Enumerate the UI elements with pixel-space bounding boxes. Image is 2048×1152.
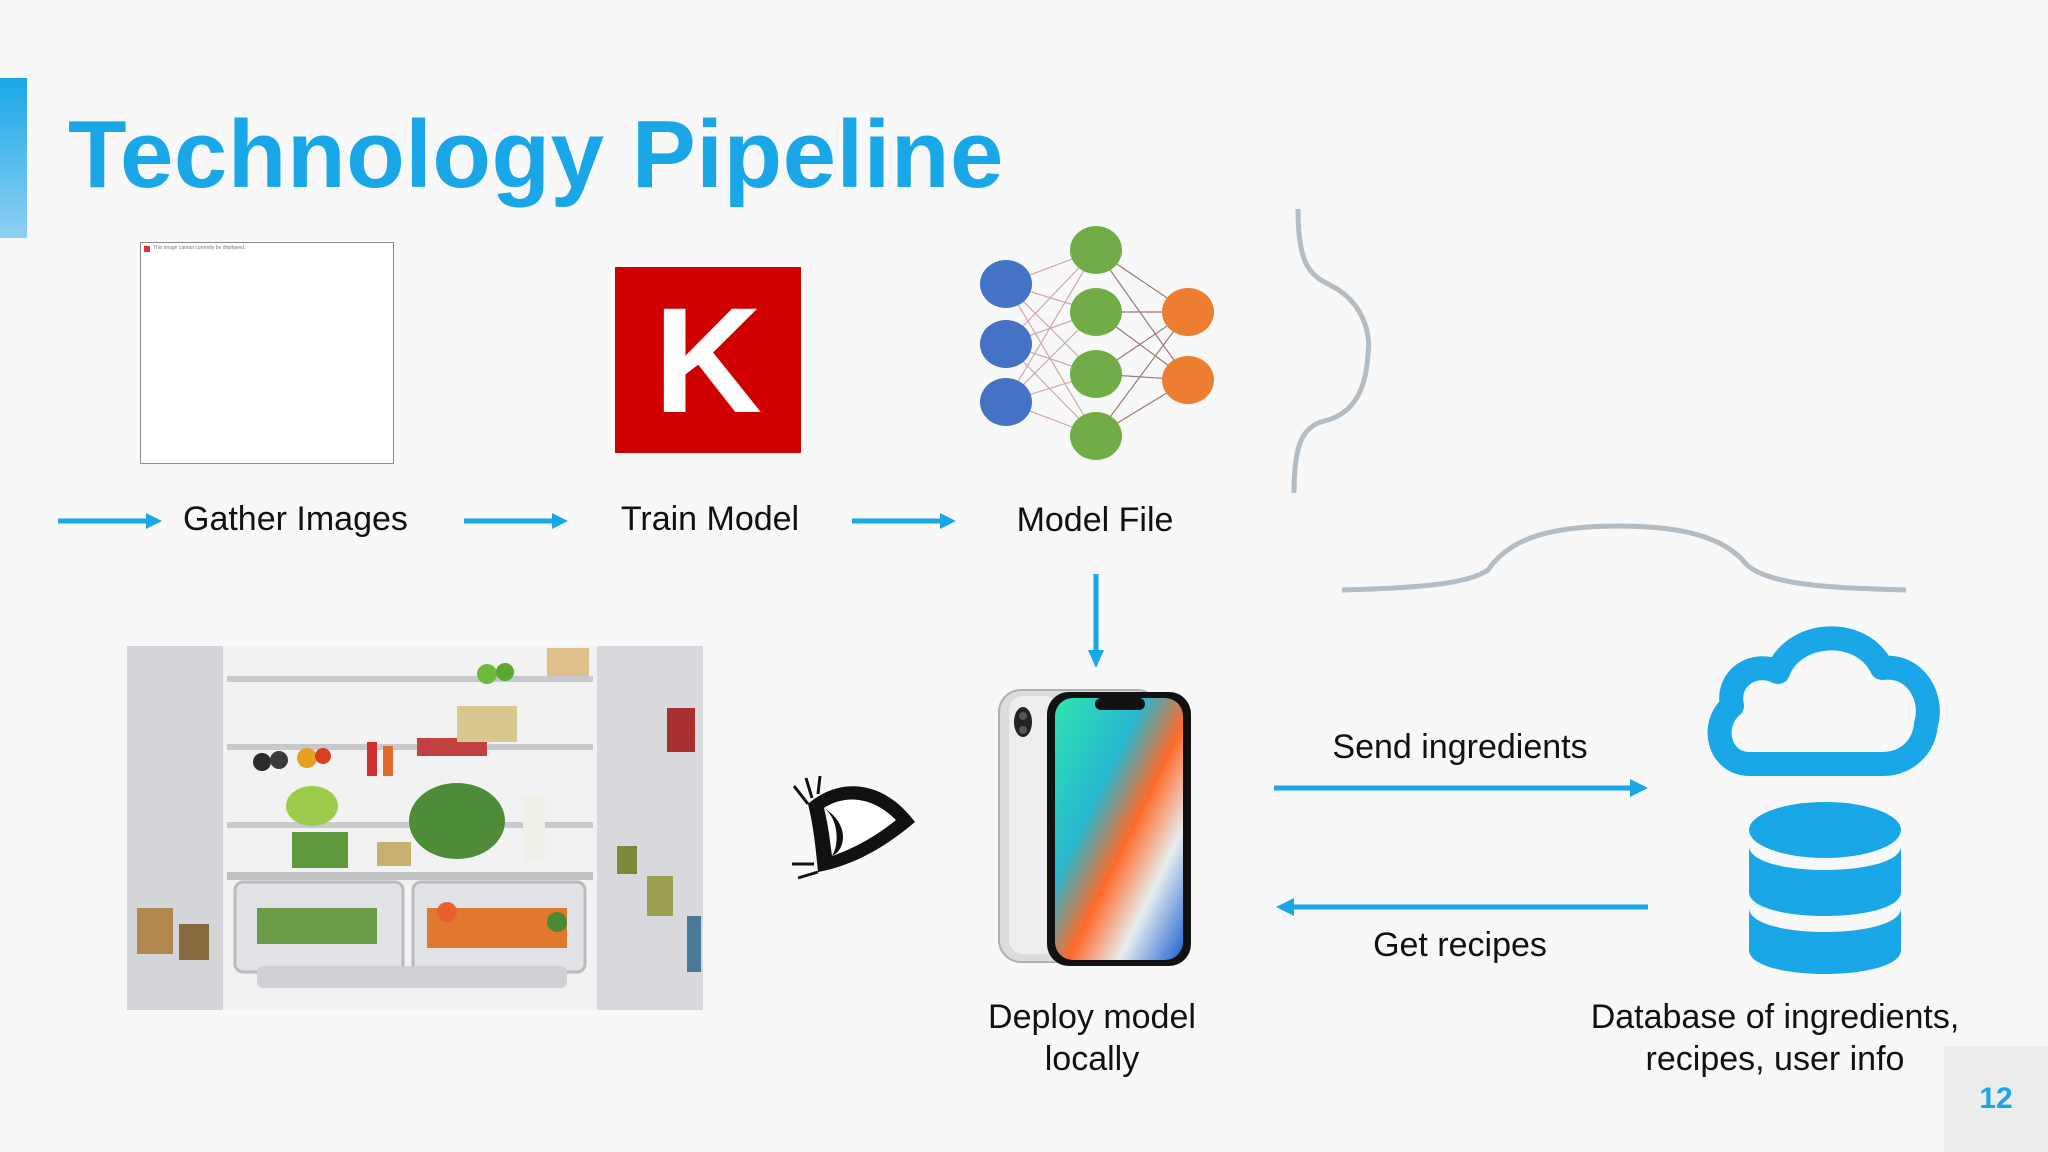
arrow-down-icon bbox=[1088, 574, 1104, 668]
database-icon bbox=[1749, 802, 1901, 974]
arrow-icon bbox=[852, 513, 956, 529]
send-ingredients-label: Send ingredients bbox=[1332, 728, 1588, 766]
broken-image-text: This image cannot currently be displayed… bbox=[153, 245, 246, 251]
brace-icon bbox=[1291, 208, 1372, 494]
brace-icon bbox=[1341, 523, 1907, 593]
step-label-train-model: Train Model bbox=[620, 500, 800, 538]
cloud-icon bbox=[1707, 626, 1940, 776]
arrow-icon bbox=[58, 513, 162, 529]
page-number: 12 bbox=[1944, 1046, 2048, 1152]
get-recipes-label: Get recipes bbox=[1373, 926, 1547, 964]
keras-letter: K bbox=[653, 276, 763, 444]
phone-icon bbox=[998, 689, 1191, 966]
arrow-right-icon bbox=[1274, 779, 1648, 797]
step-label-model-file: Model File bbox=[1016, 501, 1174, 539]
step-label-gather-images: Gather Images bbox=[183, 500, 408, 538]
broken-image-icon bbox=[144, 246, 150, 252]
arrow-icon bbox=[464, 513, 568, 529]
arrow-left-icon bbox=[1276, 898, 1648, 916]
image-placeholder-icon: This image cannot currently be displayed… bbox=[140, 242, 394, 464]
deploy-label: Deploy model locally bbox=[988, 998, 1196, 1078]
fridge-photo bbox=[127, 646, 703, 1010]
slide-title: Technology Pipeline bbox=[68, 101, 1004, 208]
accent-bar bbox=[0, 78, 27, 238]
neural-network-icon bbox=[980, 226, 1214, 460]
eye-icon bbox=[792, 775, 915, 880]
database-label: Database of ingredients, recipes, user i… bbox=[1590, 998, 1960, 1078]
keras-logo-icon: K bbox=[615, 267, 801, 453]
